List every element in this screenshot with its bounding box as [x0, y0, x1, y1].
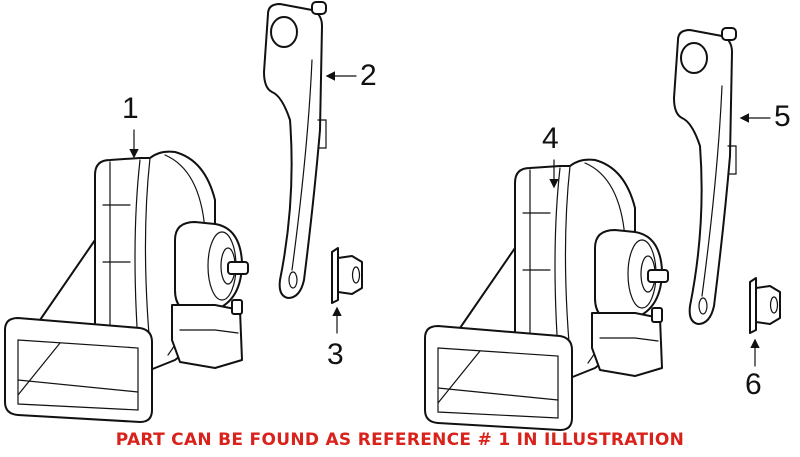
callout-2: 2 [360, 59, 377, 92]
bracket-2 [263, 1, 327, 299]
callout-3: 3 [327, 338, 344, 371]
callout-5: 5 [774, 100, 791, 133]
callout-6: 6 [745, 368, 762, 401]
nut-3 [331, 247, 363, 304]
horn-4 [424, 158, 669, 431]
callout-1: 1 [122, 92, 139, 125]
footer-note: PART CAN BE FOUND AS REFERENCE # 1 IN IL… [115, 430, 685, 450]
nut-6 [749, 277, 781, 334]
horn-1 [4, 150, 249, 423]
bracket-5 [673, 27, 737, 325]
callout-4: 4 [542, 122, 559, 155]
